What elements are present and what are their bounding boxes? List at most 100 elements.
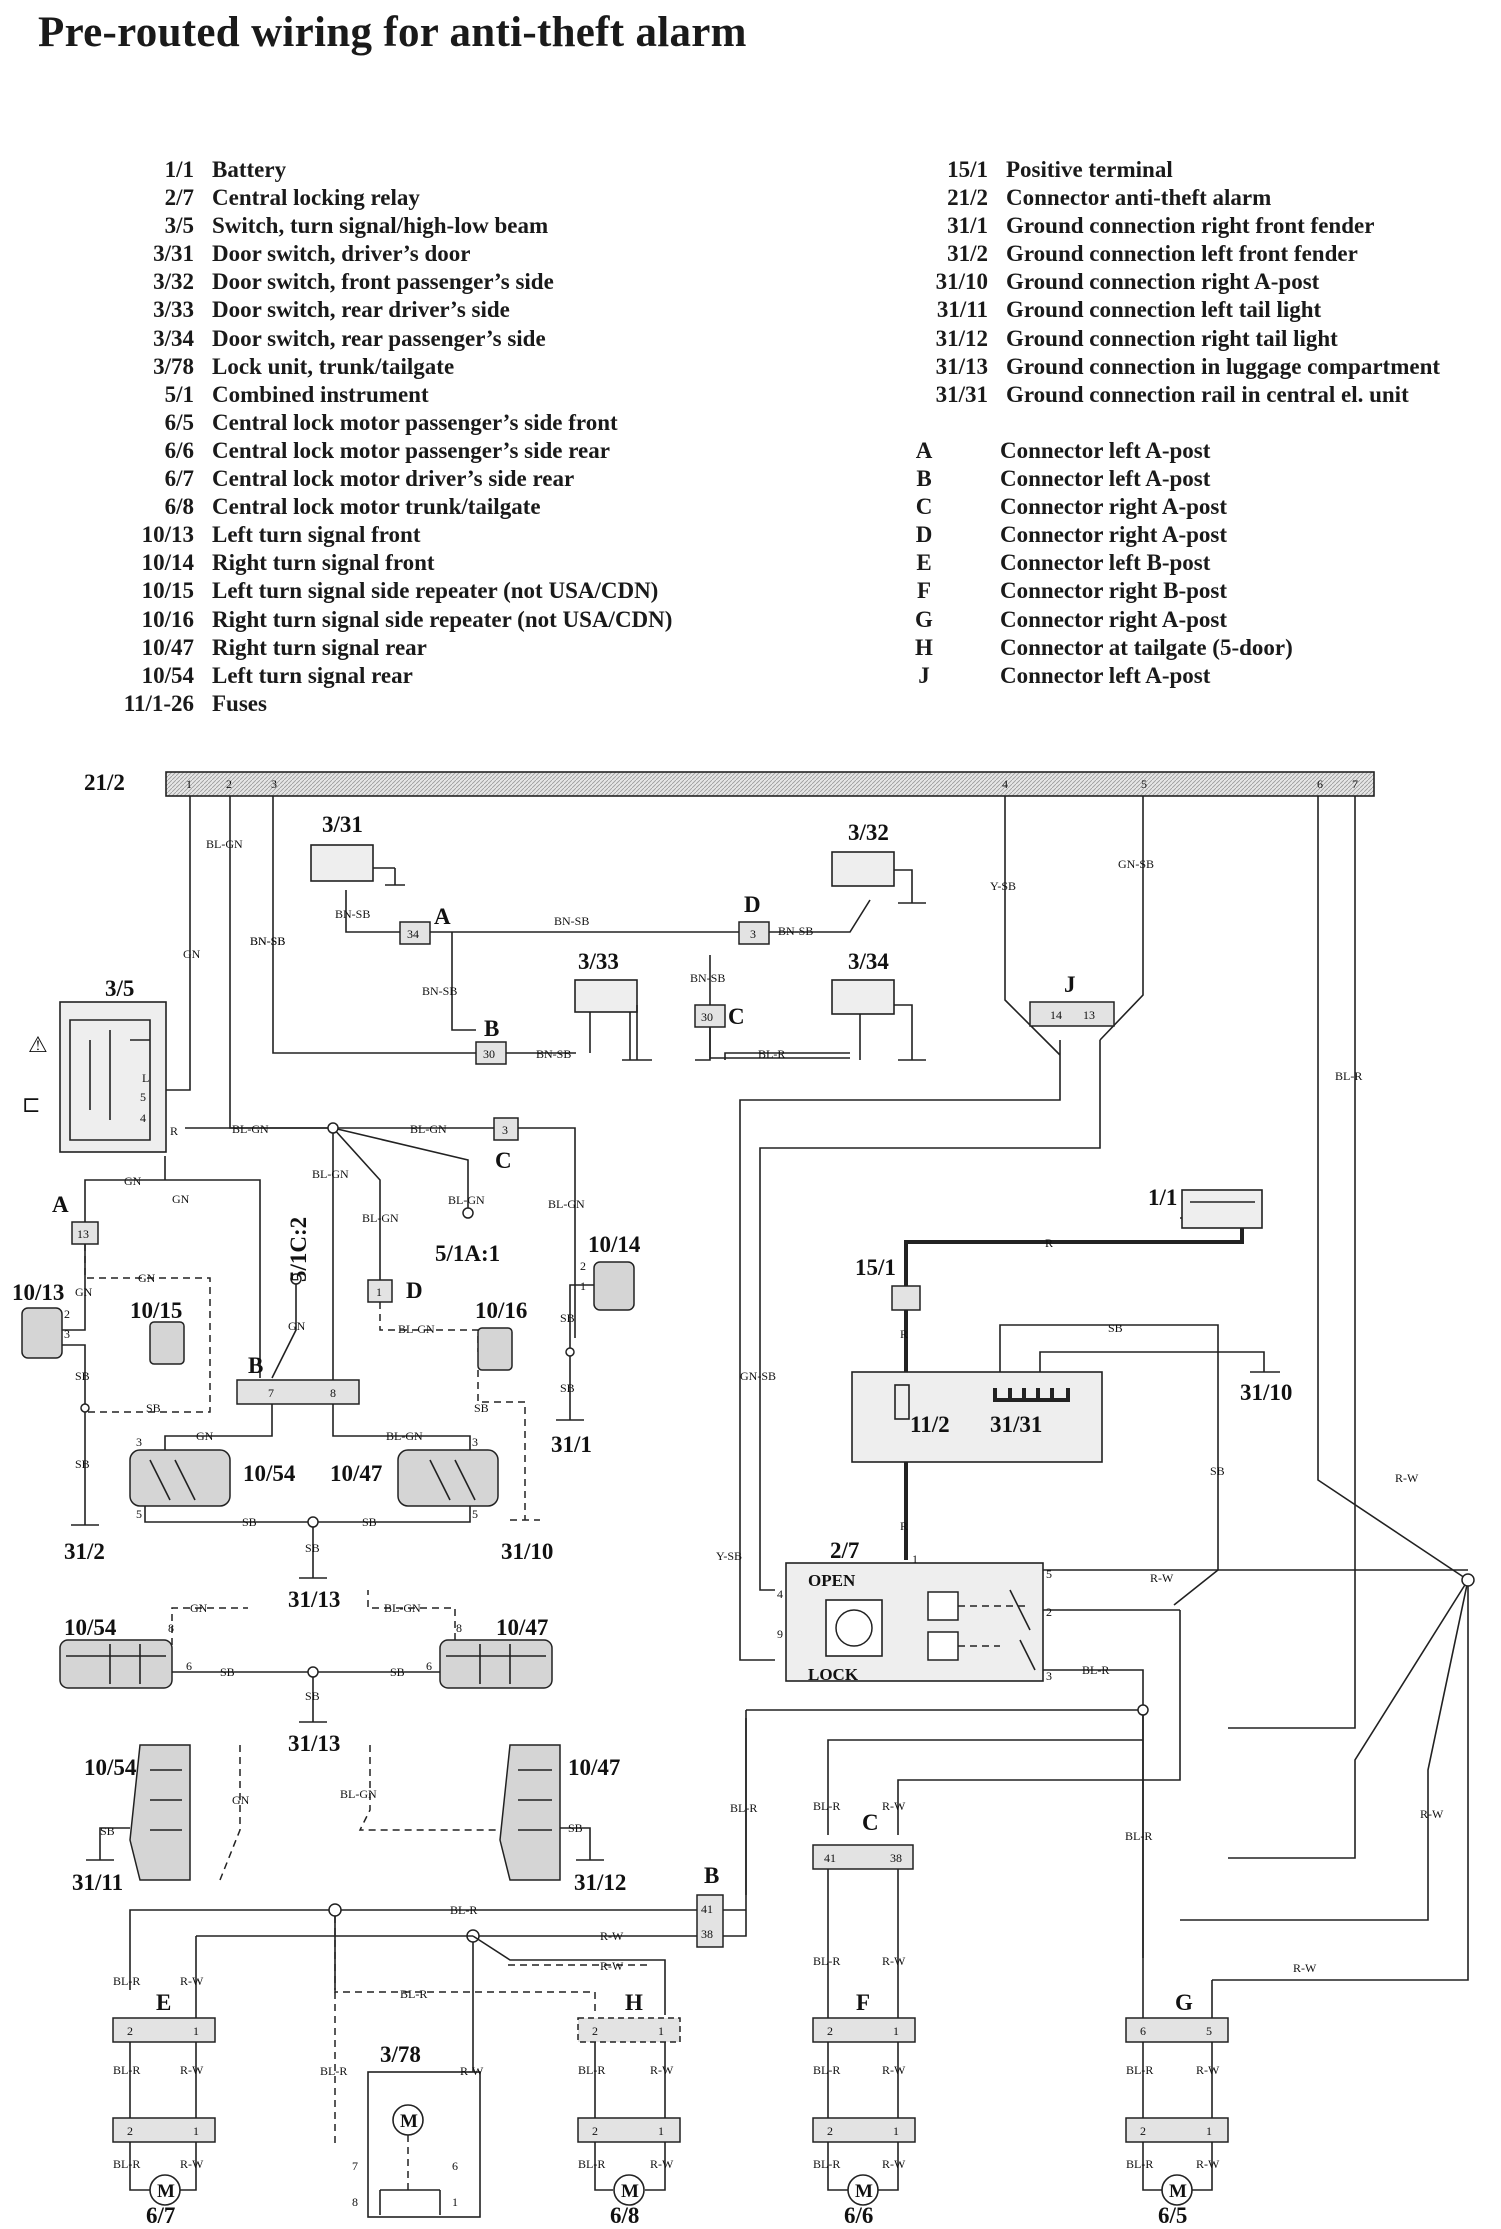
wire-label: BL-R: [813, 1799, 840, 1813]
splice-node: [565, 1347, 575, 1357]
pin-label: 6: [426, 1659, 432, 1673]
component-10-16-label: 10/16: [475, 1298, 527, 1323]
component-3-5: [59, 1001, 167, 1153]
pin-label: 30: [483, 1047, 495, 1061]
component-5-1a1-label: 5/1A:1: [435, 1241, 500, 1266]
wire-label: BN-SB: [554, 914, 589, 928]
legend-description: Battery: [212, 157, 287, 182]
pin-label: 1: [912, 1552, 918, 1566]
pin-label: 1: [580, 1279, 586, 1293]
wire-label: BN-SB: [250, 934, 285, 948]
legend-description: Connector right A-post: [1000, 522, 1228, 548]
connector-b-low-label: B: [704, 1863, 719, 1888]
legend-description: Lock unit, trunk/tailgate: [212, 353, 455, 379]
ground-31-10-label: 31/10: [501, 1539, 553, 1564]
connector-d-top-label: D: [744, 892, 761, 917]
warning-triangle-icon: ⚠: [28, 1032, 48, 1057]
component-10-16: [477, 1327, 513, 1371]
connector-d-top: [738, 921, 770, 945]
wire-label: R-W: [1196, 2063, 1220, 2077]
component-10-54-lamp-c: [129, 1744, 191, 1881]
pin-label: 2: [592, 2024, 598, 2038]
splice-node: [327, 1122, 339, 1134]
pin-label: 1: [893, 2024, 899, 2038]
wire-label: BN-SB: [690, 971, 725, 985]
pin-label: 2: [64, 1307, 70, 1321]
component-3-78: [367, 2071, 481, 2218]
pin-label: 14: [1050, 1008, 1062, 1022]
pin-label: L: [142, 1071, 149, 1085]
wire-label: BL-R: [113, 2063, 140, 2077]
legend-code: 3/33: [153, 297, 194, 323]
component-6-8-label: 6/8: [610, 2203, 639, 2228]
connector-b-mid: [236, 1379, 360, 1405]
legend-description: Connector left A-post: [1000, 466, 1211, 492]
wire-label: GN: [138, 1271, 156, 1285]
component-6-7-label: 6/7: [146, 2203, 175, 2228]
motor-symbol: M: [855, 2181, 873, 2202]
legend-code: J: [918, 662, 930, 688]
pin-label: 1: [893, 2124, 899, 2138]
wire-label: GN: [75, 1285, 93, 1299]
connector-h-label: H: [625, 1990, 643, 2015]
motor-6-8-icon: [613, 2174, 645, 2206]
pin-label: 1: [658, 2024, 664, 2038]
splice-node: [1461, 1573, 1475, 1587]
pin-label: 8: [352, 2195, 358, 2209]
legend-code: 10/15: [141, 578, 194, 604]
motor-symbol: M: [1169, 2181, 1187, 2202]
connector-21-2: [165, 771, 1375, 797]
transistor-icon: [835, 1609, 873, 1647]
wire-label: BL-R: [578, 2157, 605, 2171]
connector-a-left-label: A: [52, 1192, 69, 1217]
wire-label: BL-R: [320, 2064, 347, 2078]
ground-31-13-a-label: 31/13: [288, 1587, 340, 1612]
legend-code: 21/2: [947, 185, 988, 211]
legend-code: 31/12: [935, 325, 988, 351]
legend-code: G: [915, 606, 933, 632]
relay-lock-label: LOCK: [808, 1665, 859, 1684]
legend-description: Door switch, front passenger’s side: [212, 269, 554, 295]
pin-label: 1: [193, 2124, 199, 2138]
wire-label: BL-R: [730, 1801, 757, 1815]
component-10-47-c-label: 10/47: [568, 1755, 620, 1780]
connector-b-top: [475, 1041, 507, 1065]
legend-code: E: [916, 550, 932, 576]
component-3-34-label: 3/34: [848, 949, 889, 974]
component-15-1: [891, 1285, 921, 1311]
pin-label: 8: [330, 1386, 336, 1400]
component-11-2-label: 11/2: [910, 1412, 950, 1437]
legend-code: 31/10: [935, 269, 988, 295]
wire-label: R: [1045, 1236, 1053, 1250]
legend-code: 6/8: [164, 494, 194, 520]
legend-code: 3/5: [164, 213, 194, 239]
wire-label: SB: [560, 1311, 575, 1325]
wire-label: GN: [183, 947, 201, 961]
wire-label: BL-R: [1126, 2063, 1153, 2077]
wire-label: R-W: [1395, 1471, 1419, 1485]
connector-a-top-label: A: [434, 904, 451, 929]
wire-label: R-W: [882, 1954, 906, 1968]
wire-label: BL-R: [1125, 1829, 1152, 1843]
pin-label: 7: [1352, 777, 1358, 791]
connector-b-low: [696, 1894, 724, 1948]
legend-description: Connector anti-theft alarm: [1006, 185, 1272, 211]
pin-label: 41: [824, 1851, 836, 1865]
wire-label: BL-R: [813, 2157, 840, 2171]
wire-label: SB: [305, 1689, 320, 1703]
component-5-1c2-label: 5/1C:2: [286, 1217, 311, 1282]
wire-label: R-W: [1293, 1961, 1317, 1975]
component-10-15: [149, 1321, 185, 1365]
wire-label: SB: [100, 1824, 115, 1838]
